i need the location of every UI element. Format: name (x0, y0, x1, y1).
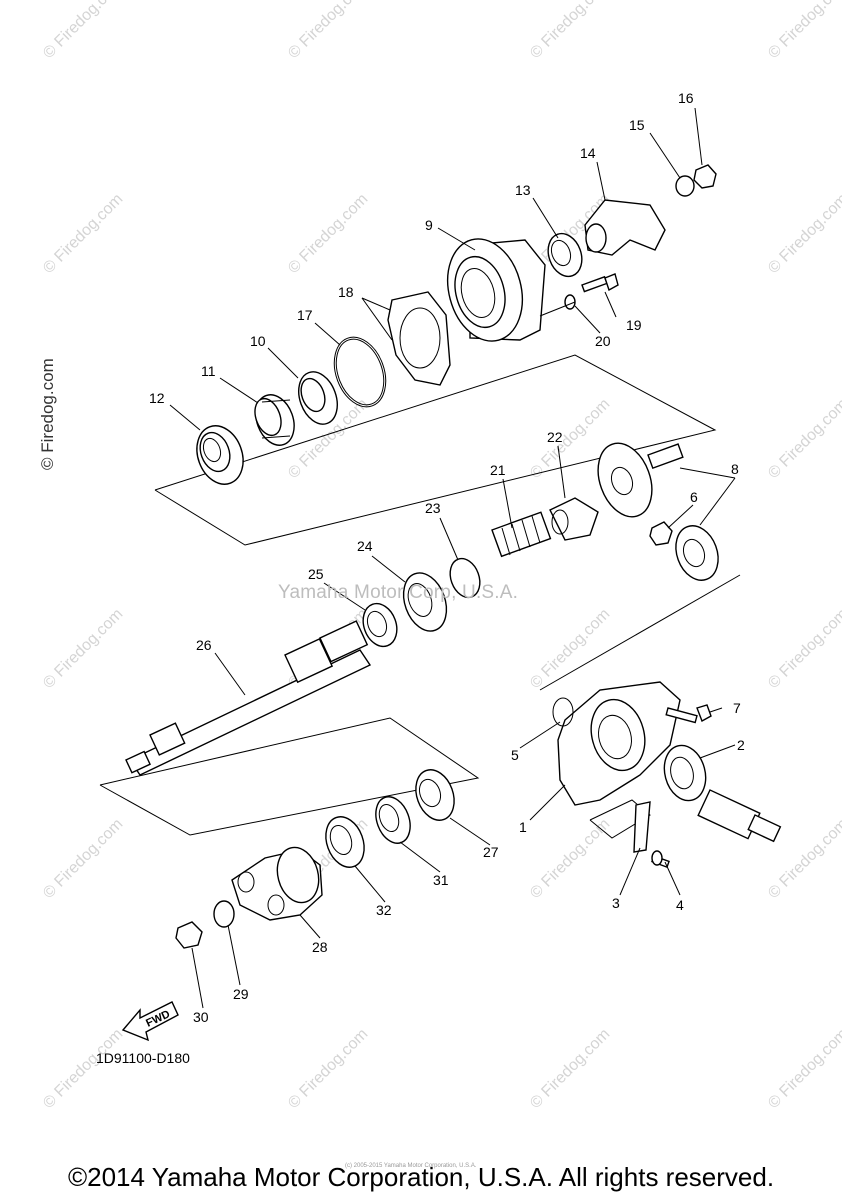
leader-lines (169, 107, 736, 1009)
callout-10: 10 (250, 333, 266, 349)
callout-30: 30 (193, 1009, 209, 1025)
part-19-bolt (581, 273, 619, 293)
callout-labels: 1 2 3 4 5 6 7 8 9 10 11 12 13 14 15 16 1… (149, 90, 745, 1025)
part-21-spring (491, 511, 552, 558)
callout-19: 19 (626, 317, 642, 333)
part-4-screw (651, 850, 670, 869)
part-27-bearing (415, 769, 455, 821)
copyright-notice: ©2014 Yamaha Motor Corporation, U.S.A. A… (67, 1162, 775, 1192)
group-outline-middle (539, 574, 741, 691)
callout-5: 5 (511, 747, 519, 763)
callout-31: 31 (433, 872, 449, 888)
group-outline-bracket (589, 799, 651, 839)
callout-24: 24 (357, 538, 373, 554)
callout-3: 3 (612, 895, 620, 911)
callout-12: 12 (149, 390, 165, 406)
diagram-code: 1D91100-D180 (96, 1050, 190, 1066)
callout-28: 28 (312, 939, 328, 955)
part-13-oil-seal (547, 232, 583, 278)
callout-18: 18 (338, 284, 354, 300)
part-28-yoke (231, 846, 323, 921)
part-1-gear-housing (557, 681, 681, 806)
part-29-washer (213, 900, 235, 928)
part-11-collar (254, 394, 295, 446)
part-17-o-ring-inner (335, 338, 385, 406)
part-10-bearing (298, 371, 338, 425)
output-shaft-stub (697, 789, 782, 843)
callout-4: 4 (676, 897, 684, 913)
callout-16: 16 (678, 90, 694, 106)
callout-20: 20 (595, 333, 611, 349)
part-6-nut (649, 521, 673, 546)
callout-15: 15 (629, 117, 645, 133)
part-32-oil-seal (325, 816, 365, 868)
callout-32: 32 (376, 902, 392, 918)
fwd-label: FWD (144, 1008, 172, 1029)
fine-print: (c) 2005-2015 Yamaha Motor Corporation, … (345, 1163, 477, 1169)
callout-29: 29 (233, 986, 249, 1002)
group-outline-lower (99, 717, 480, 836)
part-24-bearing (402, 572, 448, 632)
callout-26: 26 (196, 637, 212, 653)
part-5-o-ring (552, 697, 574, 727)
callout-22: 22 (547, 429, 563, 445)
part-16-nut (693, 164, 717, 189)
callout-1: 1 (519, 819, 527, 835)
callout-8: 8 (731, 461, 739, 477)
group-outline-upper (154, 354, 717, 546)
part-8-pinion-gear (597, 442, 684, 518)
callout-13: 13 (515, 182, 531, 198)
part-31-collar (375, 796, 411, 844)
part-15-washer (675, 175, 695, 197)
callout-27: 27 (483, 844, 499, 860)
fwd-arrow-icon (121, 1001, 179, 1042)
part-9-bearing-housing (447, 238, 546, 342)
callout-25: 25 (308, 566, 324, 582)
part-12-bearing (196, 425, 244, 485)
part-2-bearing (663, 744, 707, 802)
part-18-shim-plate (387, 291, 451, 386)
callout-11: 11 (201, 363, 216, 379)
part-30-nut (175, 921, 203, 949)
center-watermark: Yamaha Motor Corp, U.S.A. (278, 582, 519, 603)
part-3-bracket (633, 801, 651, 853)
callout-17: 17 (297, 307, 313, 323)
callout-6: 6 (690, 489, 698, 505)
part-25-bearing (362, 602, 398, 648)
part-17-o-ring (333, 336, 387, 408)
part-7-bolt (665, 704, 712, 724)
part-26-middle-drive-shaft (125, 620, 372, 776)
part-22-damper-cam (549, 497, 599, 541)
callout-21: 21 (490, 462, 506, 478)
callout-2: 2 (737, 737, 745, 753)
callout-9: 9 (425, 217, 433, 233)
callout-7: 7 (733, 700, 741, 716)
callout-23: 23 (425, 500, 441, 516)
callout-14: 14 (580, 145, 596, 161)
part-14-yoke (584, 199, 666, 256)
part-20-washer (564, 294, 576, 310)
part-8-ring-gear (675, 525, 719, 581)
